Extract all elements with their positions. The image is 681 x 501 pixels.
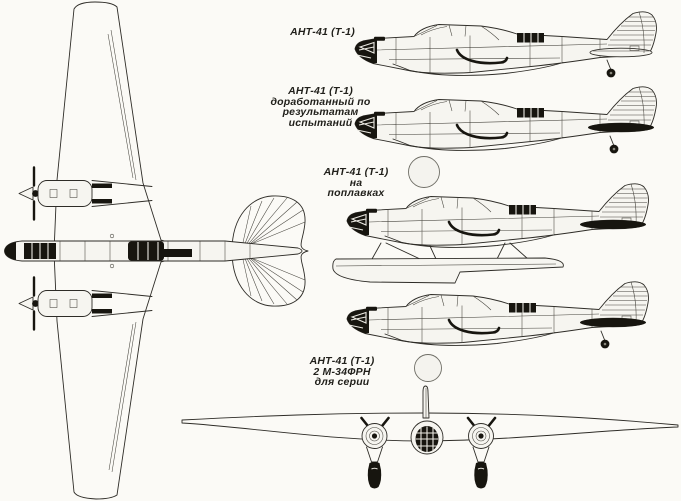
variant-label-line: АНТ-41 (Т-1): [309, 355, 375, 367]
variant-label-floatplane: АНТ-41 (Т-1) на поплавках: [281, 167, 431, 199]
variant-label-line: доработанный по: [270, 95, 371, 108]
variant-label-line: АНТ-41 (Т-1): [323, 166, 389, 178]
variant-label-modified: АНТ-41 (Т-1) доработанный по результатам…: [238, 86, 403, 128]
variant-label-line: испытаний: [288, 116, 353, 129]
side-view-prototype-drawing: [353, 10, 658, 78]
marker-circle-series: [414, 354, 442, 382]
side-view-series-drawing: [345, 280, 650, 349]
side-view-floatplane-drawing: [332, 182, 650, 284]
variant-label-line: поплавках: [327, 187, 385, 200]
variant-label-line: АНТ-41 (Т-1): [288, 85, 353, 97]
variant-label-line: АНТ-41 (Т-1): [290, 26, 355, 38]
top-view-drawing: [4, 1, 309, 500]
variant-label-line: результатам: [282, 106, 359, 119]
marker-circle-floatplane: [408, 156, 440, 188]
front-view-drawing: [181, 385, 679, 490]
variant-label-line: на: [349, 176, 363, 189]
variant-label-series: АНТ-41 (Т-1) 2 М-34ФРН для серии: [267, 356, 417, 388]
side-view-modified-drawing: [353, 85, 658, 154]
variant-label-line: 2 М-34ФРН: [313, 365, 371, 378]
variant-label-prototype: АНТ-41 (Т-1): [240, 27, 405, 38]
variant-label-line: для серии: [314, 376, 370, 389]
